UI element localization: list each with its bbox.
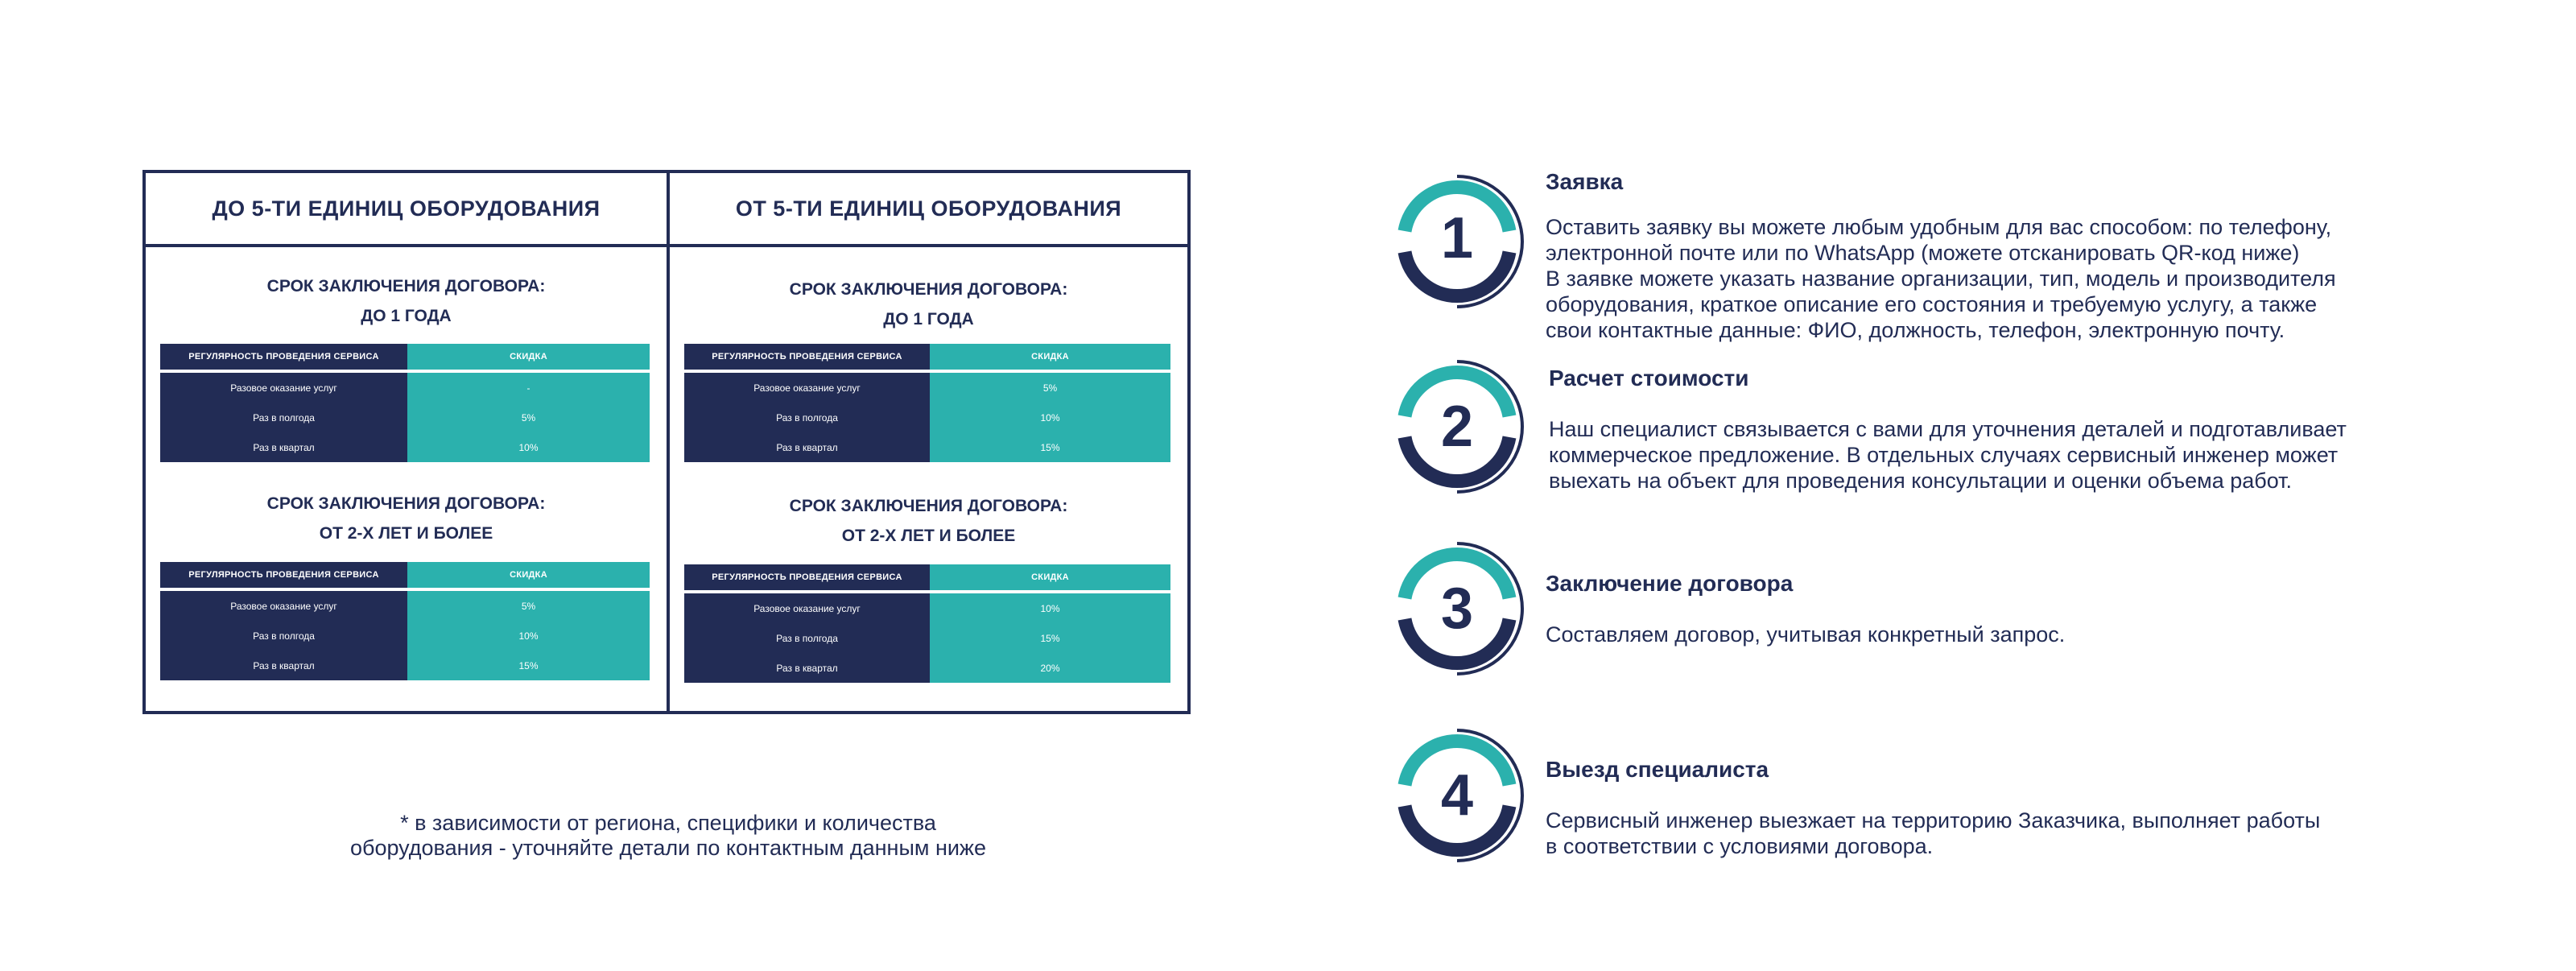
term-value: ОТ 2-Х ЛЕТ И БОЛЕЕ	[319, 524, 493, 543]
table-header-row: РЕГУЛЯРНОСТЬ ПРОВЕДЕНИЯ СЕРВИСА СКИДКА	[684, 344, 1170, 370]
table-row: Раз в квартал 10%	[160, 432, 650, 462]
table-row: Раз в полгода 10%	[160, 621, 650, 651]
step-number-badge: 4	[1385, 723, 1530, 868]
discount-cell: 15%	[930, 623, 1170, 653]
discount-cell: 10%	[407, 621, 650, 651]
step-number-badge: 2	[1385, 354, 1530, 499]
frequency-cell: Раз в квартал	[684, 432, 931, 462]
frequency-cell: Разовое оказание услуг	[160, 591, 408, 621]
description-line: Наш специалист связывается с вами для ут…	[1549, 417, 2347, 441]
pricing-column-small: ДО 5-ТИ ЕДИНИЦ ОБОРУДОВАНИЯ СРОК ЗАКЛЮЧЕ…	[146, 173, 667, 711]
term-value: ОТ 2-Х ЛЕТ И БОЛЕЕ	[841, 527, 1016, 545]
term-line: СРОК ЗАКЛЮЧЕНИЯ ДОГОВОРА:	[789, 280, 1068, 299]
term-line: СРОК ЗАКЛЮЧЕНИЯ ДОГОВОРА:	[266, 277, 546, 295]
header-frequency: РЕГУЛЯРНОСТЬ ПРОВЕДЕНИЯ СЕРВИСА	[160, 562, 408, 588]
discount-cell: -	[407, 373, 650, 403]
table-row: Раз в квартал 15%	[160, 651, 650, 680]
description-line: Сервисный инженер выезжает на территорию…	[1546, 808, 2321, 833]
step-number: 2	[1441, 395, 1473, 459]
discount-table: РЕГУЛЯРНОСТЬ ПРОВЕДЕНИЯ СЕРВИСА СКИДКА Р…	[160, 344, 650, 462]
description-line: коммерческое предложение. В отдельных сл…	[1549, 443, 2339, 467]
table-row: Раз в полгода 5%	[160, 403, 650, 432]
frequency-cell: Разовое оказание услуг	[684, 593, 931, 623]
step-description: Составляем договор, учитывая конкретный …	[1546, 622, 2065, 647]
discount-cell: 15%	[930, 432, 1170, 462]
footnote-line: * в зависимости от региона, специфики и …	[400, 811, 936, 835]
header-discount: СКИДКА	[930, 564, 1170, 590]
frequency-cell: Раз в квартал	[160, 651, 408, 680]
header-frequency: РЕГУЛЯРНОСТЬ ПРОВЕДЕНИЯ СЕРВИСА	[160, 344, 408, 370]
frequency-cell: Раз в полгода	[684, 403, 931, 432]
header-frequency: РЕГУЛЯРНОСТЬ ПРОВЕДЕНИЯ СЕРВИСА	[684, 344, 931, 370]
pricing-table: ДО 5-ТИ ЕДИНИЦ ОБОРУДОВАНИЯ СРОК ЗАКЛЮЧЕ…	[142, 170, 1191, 714]
step-title: Расчет стоимости	[1549, 366, 1749, 390]
step-number-badge: 1	[1385, 169, 1530, 314]
frequency-cell: Раз в полгода	[684, 623, 931, 653]
step-title: Заключение договора	[1546, 571, 1794, 596]
table-header-row: РЕГУЛЯРНОСТЬ ПРОВЕДЕНИЯ СЕРВИСА СКИДКА	[160, 562, 650, 588]
step-title: Выезд специалиста	[1546, 757, 1769, 782]
description-line: В заявке можете указать название организ…	[1546, 267, 2336, 291]
description-line: выехать на объект для проведения консуль…	[1549, 469, 2293, 493]
frequency-cell: Раз в квартал	[160, 432, 408, 462]
step-description: Сервисный инженер выезжает на территорию…	[1546, 808, 2320, 859]
table-row: Разовое оказание услуг 10%	[684, 593, 1170, 623]
frequency-cell: Разовое оказание услуг	[160, 373, 408, 403]
header-discount: СКИДКА	[407, 344, 650, 370]
step-number: 3	[1441, 576, 1473, 641]
discount-table: РЕГУЛЯРНОСТЬ ПРОВЕДЕНИЯ СЕРВИСА СКИДКА Р…	[684, 344, 1170, 462]
discount-cell: 5%	[930, 373, 1170, 403]
table-row: Разовое оказание услуг 5%	[160, 591, 650, 621]
description-line: Оставить заявку вы можете любым удобным …	[1546, 215, 2332, 239]
header-frequency: РЕГУЛЯРНОСТЬ ПРОВЕДЕНИЯ СЕРВИСА	[684, 564, 931, 590]
header-discount: СКИДКА	[930, 344, 1170, 370]
frequency-cell: Раз в квартал	[684, 653, 931, 683]
discount-cell: 15%	[407, 651, 650, 680]
table-header-row: РЕГУЛЯРНОСТЬ ПРОВЕДЕНИЯ СЕРВИСА СКИДКА	[684, 564, 1170, 590]
description-line: Составляем договор, учитывая конкретный …	[1546, 622, 2066, 647]
contract-term-label: СРОК ЗАКЛЮЧЕНИЯ ДОГОВОРА: ДО 1 ГОДА	[146, 271, 667, 331]
step-title: Заявка	[1546, 169, 1624, 194]
contract-term-label: СРОК ЗАКЛЮЧЕНИЯ ДОГОВОРА: ОТ 2-Х ЛЕТ И Б…	[146, 489, 667, 548]
discount-cell: 10%	[930, 403, 1170, 432]
footnote-line: оборудования - уточняйте детали по конта…	[349, 836, 987, 860]
table-row: Раз в квартал 20%	[684, 653, 1170, 683]
pricing-column-large: ОТ 5-ТИ ЕДИНИЦ ОБОРУДОВАНИЯ СРОК ЗАКЛЮЧЕ…	[667, 173, 1187, 711]
table-row: Раз в полгода 10%	[684, 403, 1170, 432]
discount-cell: 10%	[930, 593, 1170, 623]
discount-cell: 10%	[407, 432, 650, 462]
frequency-cell: Раз в полгода	[160, 621, 408, 651]
term-line: СРОК ЗАКЛЮЧЕНИЯ ДОГОВОРА:	[266, 494, 546, 513]
discount-cell: 5%	[407, 591, 650, 621]
contract-term-label: СРОК ЗАКЛЮЧЕНИЯ ДОГОВОРА: ДО 1 ГОДА	[670, 275, 1187, 334]
discount-table: РЕГУЛЯРНОСТЬ ПРОВЕДЕНИЯ СЕРВИСА СКИДКА Р…	[684, 564, 1170, 683]
table-header-row: РЕГУЛЯРНОСТЬ ПРОВЕДЕНИЯ СЕРВИСА СКИДКА	[160, 344, 650, 370]
description-line: свои контактные данные: ФИО, должность, …	[1546, 318, 2285, 342]
step-number: 4	[1441, 763, 1473, 828]
column-header: ДО 5-ТИ ЕДИНИЦ ОБОРУДОВАНИЯ	[146, 173, 667, 247]
header-discount: СКИДКА	[407, 562, 650, 588]
discount-table: РЕГУЛЯРНОСТЬ ПРОВЕДЕНИЯ СЕРВИСА СКИДКА Р…	[160, 562, 650, 680]
term-line: СРОК ЗАКЛЮЧЕНИЯ ДОГОВОРА:	[789, 497, 1068, 515]
table-row: Разовое оказание услуг -	[160, 373, 650, 403]
description-line: оборудования, краткое описание его состо…	[1546, 292, 2318, 316]
discount-cell: 5%	[407, 403, 650, 432]
description-line: электронной почте или по WhatsApp (может…	[1546, 241, 2300, 265]
table-row: Раз в квартал 15%	[684, 432, 1170, 462]
frequency-cell: Раз в полгода	[160, 403, 408, 432]
step-number: 1	[1441, 206, 1473, 271]
step-number-badge: 3	[1385, 536, 1530, 681]
column-header: ОТ 5-ТИ ЕДИНИЦ ОБОРУДОВАНИЯ	[670, 173, 1187, 247]
step-description: Оставить заявку вы можете любым удобным …	[1546, 214, 2336, 343]
table-row: Раз в полгода 15%	[684, 623, 1170, 653]
frequency-cell: Разовое оказание услуг	[684, 373, 931, 403]
term-value: ДО 1 ГОДА	[883, 310, 974, 328]
contract-term-label: СРОК ЗАКЛЮЧЕНИЯ ДОГОВОРА: ОТ 2-Х ЛЕТ И Б…	[670, 491, 1187, 551]
description-line: в соответствии с условиями договора.	[1546, 834, 1934, 858]
table-row: Разовое оказание услуг 5%	[684, 373, 1170, 403]
discount-cell: 20%	[930, 653, 1170, 683]
step-description: Наш специалист связывается с вами для ут…	[1549, 416, 2347, 494]
term-value: ДО 1 ГОДА	[361, 307, 452, 325]
footnote: * в зависимости от региона, специфики и …	[225, 811, 1111, 861]
